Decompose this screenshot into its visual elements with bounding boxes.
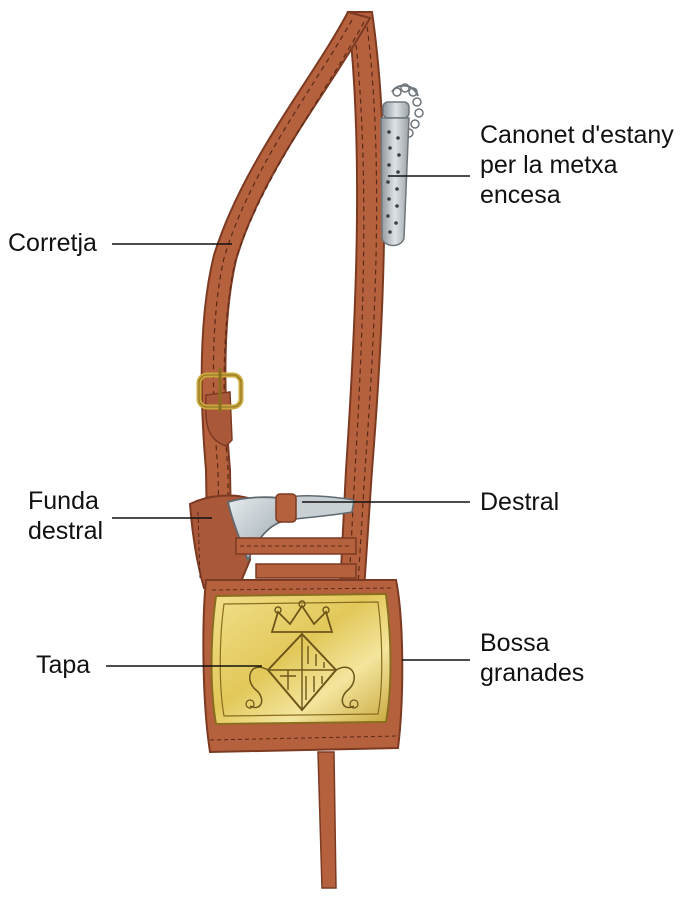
label-destral-line1: Destral — [480, 487, 559, 517]
cross-straps — [236, 538, 356, 578]
label-corretja-line1: Corretja — [8, 228, 97, 258]
label-canonet-line3: encesa — [480, 180, 674, 210]
label-tapa-line1: Tapa — [36, 650, 90, 680]
tin-tube — [381, 84, 423, 246]
label-canonet-line1: Canonet d'estany — [480, 120, 674, 150]
label-funda-line1: Funda — [28, 486, 103, 516]
label-canonet-line2: per la metxa — [480, 150, 674, 180]
label-funda: Funda destral — [28, 486, 103, 546]
label-bossa-line2: granades — [480, 658, 584, 688]
label-bossa-line1: Bossa — [480, 628, 584, 658]
label-tapa: Tapa — [36, 650, 90, 680]
label-bossa: Bossa granades — [480, 628, 584, 688]
bottom-strap — [318, 752, 336, 888]
label-canonet: Canonet d'estany per la metxa encesa — [480, 120, 674, 210]
label-destral: Destral — [480, 487, 559, 517]
label-funda-line2: destral — [28, 516, 103, 546]
label-corretja: Corretja — [8, 228, 97, 258]
brass-flap — [212, 594, 391, 724]
